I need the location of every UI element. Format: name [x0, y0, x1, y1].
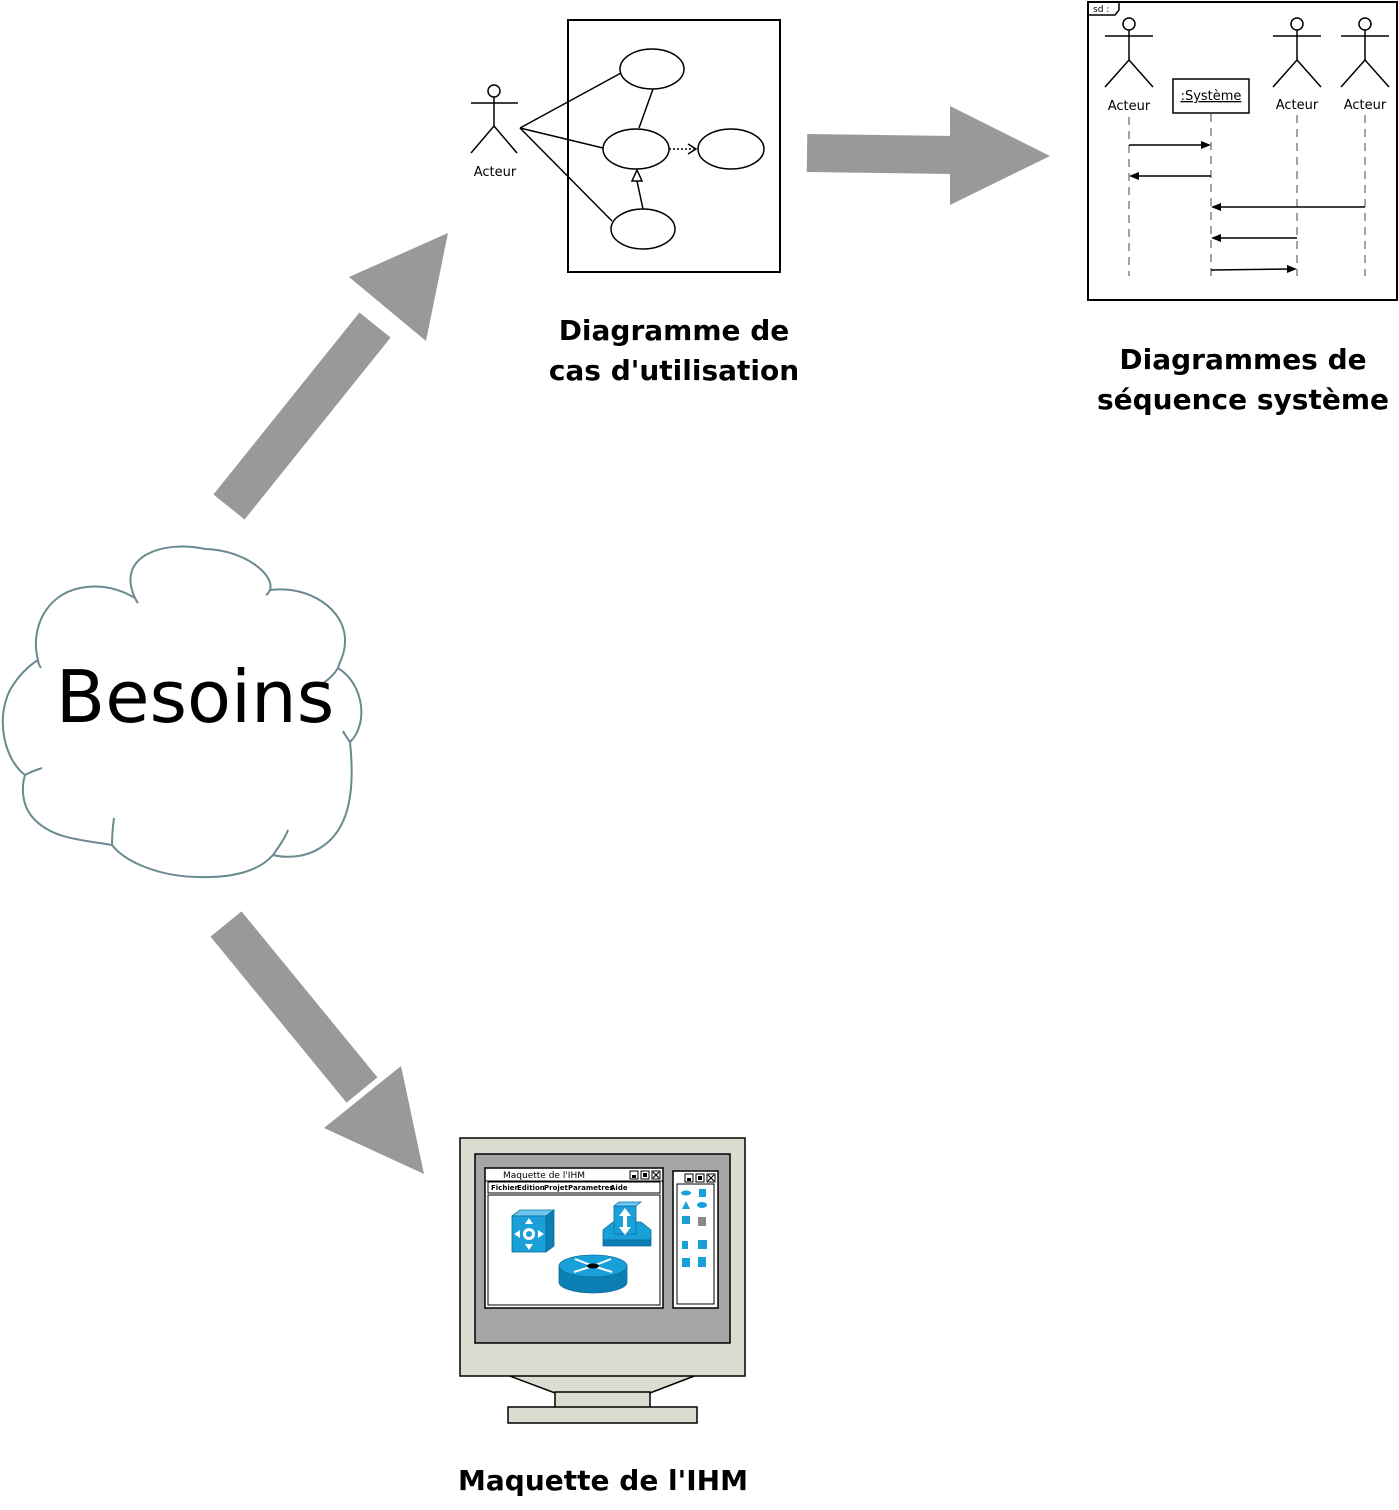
use-case-oval — [619, 48, 685, 90]
mockup-window-title: Maquette de l'IHM — [503, 1171, 585, 1181]
window-controls — [629, 1170, 661, 1180]
router-icon — [558, 1254, 628, 1294]
multilayer-switch-icon — [602, 1201, 652, 1247]
menu-item: Parametres — [568, 1184, 614, 1192]
system-object-label: :Système — [1181, 89, 1242, 104]
arrow-to-use-case — [213, 233, 448, 520]
seq-actor-label: Acteur — [1108, 99, 1151, 114]
menu-item: Edition — [517, 1184, 545, 1192]
palette-icons — [681, 1189, 707, 1267]
actor-icon — [1272, 17, 1322, 88]
use-case-diagram: Acteur Diagramme de cas d'utilisation — [470, 19, 799, 387]
needs-label: Besoins — [56, 655, 334, 739]
actor-icon — [1340, 17, 1390, 88]
switch-icon — [510, 1209, 556, 1253]
actor-icon — [1104, 17, 1154, 88]
palette-controls — [684, 1173, 716, 1183]
monitor-stand — [554, 1391, 651, 1409]
mockup-menubar — [487, 1181, 661, 1194]
sequence-frame — [1087, 1, 1398, 301]
actor-icon — [470, 84, 518, 154]
arrow-to-sequence — [806, 106, 1050, 205]
palette-device-icon[interactable] — [699, 1189, 706, 1197]
mockup-caption: Maquette de l'IHM — [458, 1464, 748, 1497]
arrow-to-mockup — [210, 911, 424, 1174]
palette-device-icon[interactable] — [698, 1217, 706, 1226]
system-object-box — [1172, 78, 1250, 114]
use-case-oval — [610, 208, 676, 250]
palette-device-icon[interactable] — [682, 1216, 690, 1224]
palette-device-icon[interactable] — [682, 1241, 688, 1249]
palette-device-icon[interactable] — [697, 1202, 707, 1208]
palette-device-icon[interactable] — [682, 1258, 690, 1267]
menu-item: Projet — [544, 1184, 569, 1192]
palette-device-icon[interactable] — [682, 1201, 690, 1209]
frame-tag: sd : — [1093, 5, 1109, 15]
palette-router-icon[interactable] — [681, 1190, 691, 1196]
use-case-oval — [602, 128, 670, 170]
seq-actor-label: Acteur — [1276, 98, 1319, 113]
monitor-neck — [506, 1374, 698, 1394]
palette-device-icon[interactable] — [698, 1240, 707, 1249]
seq-actor-label: Acteur — [1344, 98, 1387, 113]
palette-device-icon[interactable] — [698, 1257, 706, 1267]
menu-item: Aide — [610, 1184, 628, 1192]
use-case-oval — [697, 128, 765, 170]
use-case-actor-label: Acteur — [474, 165, 517, 180]
use-case-caption-line2: cas d'utilisation — [549, 354, 799, 387]
monitor-mockup: Maquette de l'IHM Fichier Edition Projet… — [458, 1137, 748, 1497]
menu-item: Fichier — [491, 1184, 518, 1192]
sequence-caption-line1: Diagrammes de — [1119, 343, 1366, 376]
sequence-caption-line2: séquence système — [1097, 383, 1389, 416]
use-case-caption-line1: Diagramme de — [559, 314, 790, 347]
monitor-base — [507, 1406, 698, 1424]
needs-cloud: Besoins — [1, 545, 363, 879]
sequence-diagram: sd : Acteur Acteur Acteur :Sys — [1087, 1, 1398, 416]
